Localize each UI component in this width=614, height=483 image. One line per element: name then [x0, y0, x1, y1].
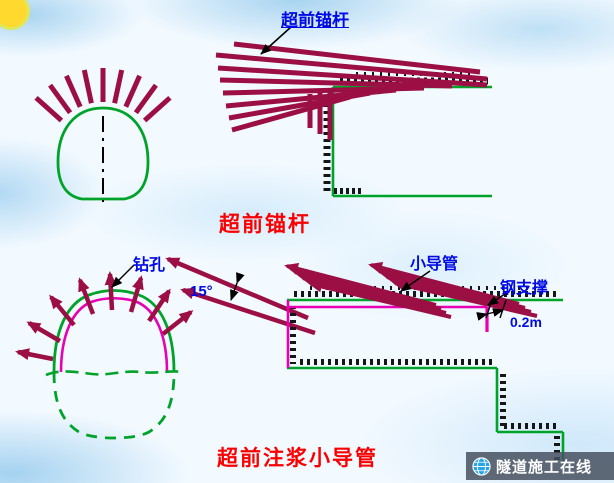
advance-bolt-fan — [215, 41, 488, 140]
bottom-cross-section — [15, 256, 316, 440]
bottom-longitudinal-section — [284, 262, 565, 463]
angle-indicator — [230, 272, 245, 301]
globe-icon — [472, 456, 491, 476]
watermark: 隧道施工在线 — [466, 452, 614, 480]
tunnel-outline — [56, 106, 150, 201]
dimension-0-2m — [476, 299, 507, 321]
crown-bolts — [34, 68, 172, 123]
dimension-label: 0.2m — [510, 314, 542, 330]
lining-and-support — [286, 300, 489, 368]
bench-line-wavy — [45, 370, 183, 377]
top-cross-section — [34, 68, 172, 202]
watermark-text: 隧道施工在线 — [496, 458, 593, 476]
ground-profile — [331, 85, 492, 198]
steel-support-label: 钢支撑 — [500, 280, 549, 297]
small-pipe-fan-mid — [284, 262, 452, 319]
pipe-pointer-arrow — [400, 270, 431, 292]
angle-label: 15° — [190, 283, 213, 300]
top-longitudinal-section — [215, 26, 492, 198]
step-profile — [287, 298, 565, 463]
sun-logo — [0, 0, 30, 30]
arch-outline — [52, 289, 176, 373]
radial-drill-arrows — [15, 271, 194, 362]
pipe-roof-arc — [59, 296, 169, 373]
small-pipe-label: 小导管 — [410, 256, 459, 273]
pointer-arrow — [260, 26, 292, 55]
caption-grouting-pipe: 超前注浆小导管 — [217, 447, 378, 470]
caption-advance-bolt: 超前锚杆 — [219, 213, 311, 236]
drill-pointer-arrow — [111, 264, 135, 288]
advance-bolt-pointer-label: 超前锚杆 — [281, 11, 349, 30]
lower-outline-dashed — [52, 371, 176, 440]
small-pipe-fan-right — [368, 262, 538, 318]
drill-hole-label: 钻孔 — [133, 257, 166, 274]
